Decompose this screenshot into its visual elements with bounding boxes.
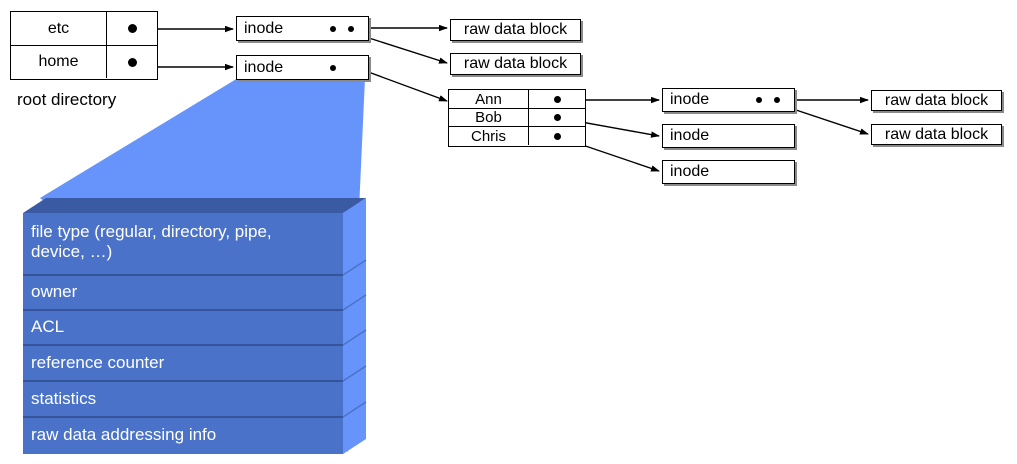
inode-slot-dot-icon	[348, 25, 354, 32]
panel-row-dividers	[23, 274, 343, 418]
raw-data-block-label: raw data block	[884, 91, 989, 109]
inode-slot-pointers[interactable]	[756, 89, 794, 111]
home-entry-pointer-bob[interactable]	[529, 109, 585, 126]
inode-slot-pointers[interactable]	[330, 17, 368, 40]
panel-front-face	[23, 213, 343, 454]
inode-label: inode	[670, 91, 710, 108]
inode-slot-pointers[interactable]	[330, 56, 368, 79]
panel-top-face	[23, 198, 366, 213]
raw-data-block-ann-1[interactable]: raw data block	[871, 90, 1002, 111]
home-entry-pointer-chris[interactable]	[529, 127, 585, 145]
root-entry-name-etc: etc	[11, 12, 107, 45]
pointer-dot-icon	[553, 95, 561, 103]
inode-label: inode	[244, 19, 284, 37]
home-entry-pointer-ann[interactable]	[529, 90, 585, 108]
home-directory-row-ann[interactable]: Ann	[449, 90, 585, 108]
inode-box-ann[interactable]: inode	[662, 88, 795, 112]
inode-label: inode	[670, 163, 710, 180]
inode-slot-dot-icon	[756, 97, 762, 103]
panel-side-bevels	[342, 259, 367, 418]
raw-data-block-label: raw data block	[884, 125, 989, 143]
inode-slot-dot-icon	[330, 25, 336, 32]
root-directory-table: etc home	[10, 11, 158, 80]
root-directory-row-home[interactable]: home	[11, 45, 157, 78]
pointer-dot-icon	[127, 57, 137, 67]
root-entry-name-home: home	[11, 46, 107, 78]
root-entry-pointer-home[interactable]	[107, 46, 157, 78]
inode-box-chris[interactable]: inode	[662, 160, 795, 184]
home-directory-row-chris[interactable]: Chris	[449, 126, 585, 145]
home-directory-row-bob[interactable]: Bob	[449, 108, 585, 126]
pointer-dot-icon	[553, 132, 561, 140]
home-entry-name-ann: Ann	[449, 90, 529, 108]
inode-slot-dot-icon	[330, 64, 336, 71]
root-directory-row-etc[interactable]: etc	[11, 12, 157, 45]
root-directory-caption: root directory	[17, 90, 117, 109]
raw-data-block-label: raw data block	[463, 21, 568, 38]
raw-data-block-ann-2[interactable]: raw data block	[871, 124, 1002, 145]
raw-data-block-etc-1[interactable]: raw data block	[450, 19, 581, 41]
inode-box-bob[interactable]: inode	[662, 124, 795, 148]
panel-side-face	[343, 198, 366, 454]
home-directory-table: Ann Bob Chris	[448, 89, 586, 147]
pointer-dot-icon	[553, 114, 561, 121]
raw-data-block-etc-2[interactable]: raw data block	[450, 53, 581, 75]
pointer-dot-icon	[127, 24, 137, 33]
inode-box-etc[interactable]: inode	[236, 16, 369, 41]
raw-data-block-label: raw data block	[463, 55, 568, 72]
home-entry-name-bob: Bob	[449, 109, 529, 126]
inode-label: inode	[244, 58, 284, 76]
inode-box-home[interactable]: inode	[236, 55, 369, 80]
home-entry-name-chris: Chris	[449, 127, 529, 145]
inode-slot-dot-icon	[774, 97, 780, 103]
inode-label: inode	[670, 127, 710, 144]
root-entry-pointer-etc[interactable]	[107, 12, 157, 45]
